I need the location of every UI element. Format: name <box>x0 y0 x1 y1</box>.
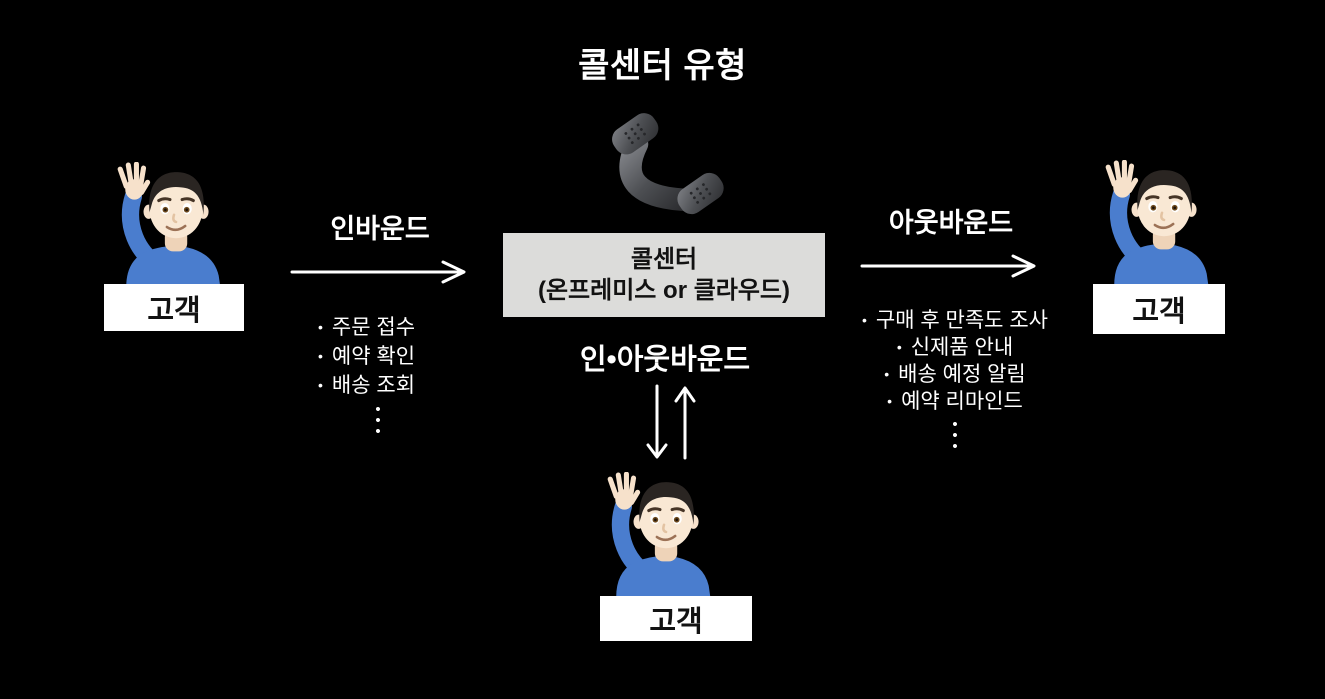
inbound-label: 인바운드 <box>330 214 430 244</box>
list-item: •구매 후 만족도 조사 <box>862 309 1048 332</box>
vertical-ellipsis-icon: • • • <box>375 401 381 440</box>
vertical-ellipsis-icon: • • • <box>952 416 958 455</box>
bullet-icon: • <box>896 339 902 355</box>
outbound-arrow-icon <box>860 252 1040 280</box>
callcenter-box-line2: (온프레미스 or 클라우드) <box>537 277 791 304</box>
callcenter-box: 콜센터 (온프레미스 or 클라우드) <box>503 233 825 317</box>
list-item: •예약 확인 <box>318 345 416 368</box>
bullet-icon: • <box>887 393 893 409</box>
bullet-icon: • <box>318 377 323 393</box>
bullet-icon: • <box>884 366 890 382</box>
outbound-label: 아웃바운드 <box>888 208 1014 238</box>
customer-label-left: 고객 <box>104 284 244 331</box>
list-item: •주문 접수 <box>318 316 416 339</box>
customer-label-right: 고객 <box>1093 284 1225 334</box>
inbound-list: •주문 접수 •예약 확인 •배송 조회 • • • <box>318 314 438 440</box>
bullet-icon: • <box>318 319 323 335</box>
callcenter-box-line1: 콜센터 <box>630 246 698 273</box>
bullet-icon: • <box>318 348 323 364</box>
page-title: 콜센터 유형 <box>578 47 747 85</box>
person-raising-hand-icon <box>112 162 234 290</box>
list-item: •배송 예정 알림 <box>884 363 1026 386</box>
inbound-arrow-icon <box>290 258 470 286</box>
list-item: •예약 리마인드 <box>887 390 1023 413</box>
outbound-list: •구매 후 만족도 조사 •신제품 안내 •배송 예정 알림 •예약 리마인드 … <box>845 308 1065 455</box>
inout-arrows-icon <box>644 383 700 461</box>
phone-receiver-icon <box>596 103 736 228</box>
inout-label: 인•아웃바운드 <box>579 344 751 376</box>
person-raising-hand-icon <box>602 472 724 600</box>
list-item: •신제품 안내 <box>896 336 1014 359</box>
bullet-icon: • <box>862 312 867 328</box>
list-item: •배송 조회 <box>318 374 416 397</box>
customer-label-bottom: 고객 <box>600 596 752 641</box>
person-raising-hand-icon <box>1100 160 1222 288</box>
